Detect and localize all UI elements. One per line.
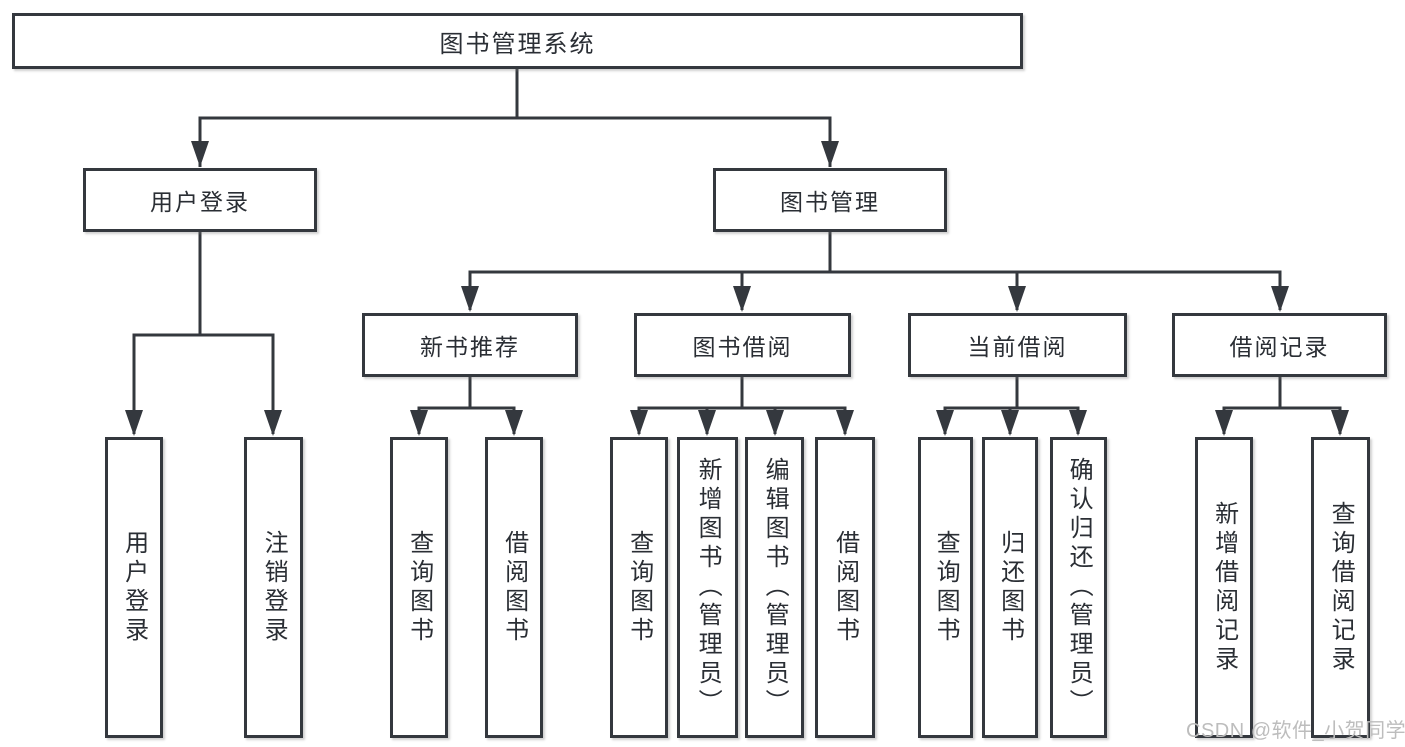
leaf-query-books-borrowing: 查询图书	[610, 437, 668, 738]
leaf-query-borrow-record: 查询借阅记录	[1311, 437, 1370, 738]
node-label: 用户登录	[150, 189, 250, 215]
node-new-book-recommendation: 新书推荐	[362, 313, 578, 377]
node-library-management-system: 图书管理系统	[12, 13, 1023, 69]
node-label: 新书推荐	[420, 334, 520, 360]
leaf-borrow-books-recommend: 借阅图书	[485, 437, 543, 738]
leaf-return-books: 归还图书	[982, 437, 1038, 738]
leaf-add-borrow-record: 新增借阅记录	[1195, 437, 1253, 738]
node-label: 借阅图书	[831, 529, 859, 646]
node-book-borrowing: 图书借阅	[634, 313, 851, 377]
leaf-add-books-admin: 新增图书（管理员）	[677, 437, 738, 738]
node-label: 确认归还（管理员）	[1065, 457, 1093, 718]
leaf-user-login: 用户登录	[105, 437, 163, 738]
node-label: 借阅图书	[500, 529, 528, 646]
node-book-management: 图书管理	[713, 168, 947, 232]
node-label: 查询图书	[932, 529, 960, 646]
node-label: 图书管理系统	[439, 30, 596, 58]
node-label: 归还图书	[996, 529, 1024, 646]
leaf-query-books-current: 查询图书	[918, 437, 973, 738]
node-label: 借阅记录	[1229, 334, 1330, 360]
node-label: 查询图书	[405, 529, 433, 646]
node-label: 用户登录	[120, 529, 148, 646]
node-label: 查询图书	[625, 529, 653, 646]
node-label: 当前借阅	[967, 334, 1068, 360]
leaf-confirm-return-admin: 确认归还（管理员）	[1050, 437, 1107, 738]
node-label: 图书管理	[780, 189, 880, 215]
leaf-query-books-recommend: 查询图书	[390, 437, 448, 738]
node-borrowing-records: 借阅记录	[1172, 313, 1387, 377]
node-label: 注销登录	[260, 529, 288, 646]
node-current-borrowing: 当前借阅	[908, 313, 1127, 377]
node-label: 查询借阅记录	[1327, 500, 1355, 675]
watermark-text: CSDN @软件_小贺同学	[1186, 720, 1405, 742]
node-label: 新增借阅记录	[1210, 500, 1238, 675]
node-label: 图书借阅	[692, 334, 793, 360]
leaf-edit-books-admin: 编辑图书（管理员）	[745, 437, 804, 738]
node-user-login-group: 用户登录	[83, 168, 317, 232]
node-label: 新增图书（管理员）	[694, 457, 722, 718]
node-label: 编辑图书（管理员）	[761, 457, 789, 718]
leaf-borrow-books-borrowing: 借阅图书	[815, 437, 875, 738]
leaf-logout: 注销登录	[244, 437, 303, 738]
